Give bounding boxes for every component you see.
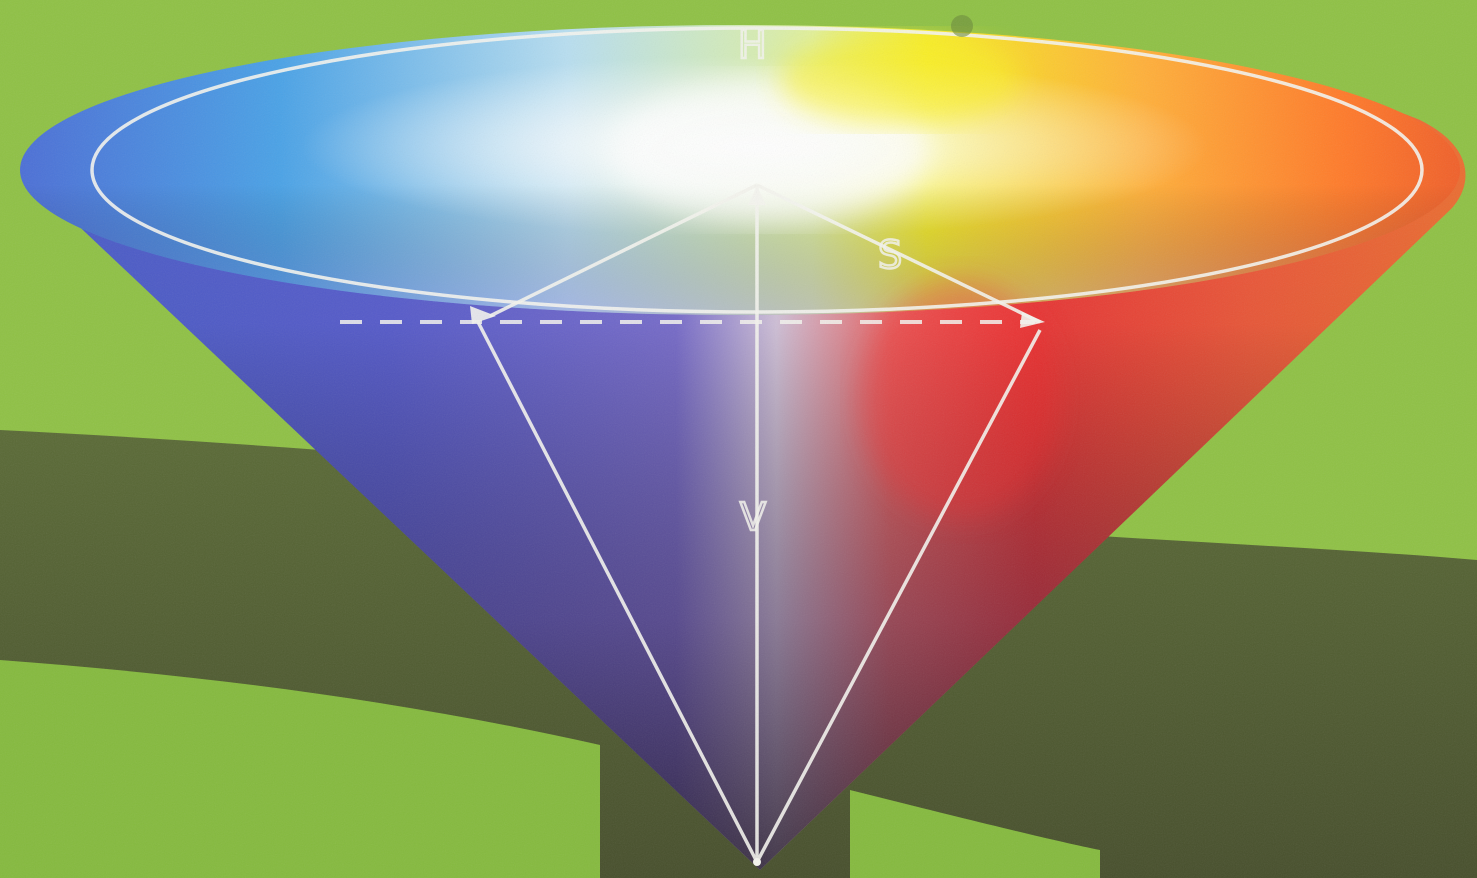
hsv-cone-diagram: H S V <box>0 0 1477 878</box>
print-grain-overlay <box>0 0 1477 878</box>
hsv-cone-figure: H S V <box>0 0 1477 878</box>
